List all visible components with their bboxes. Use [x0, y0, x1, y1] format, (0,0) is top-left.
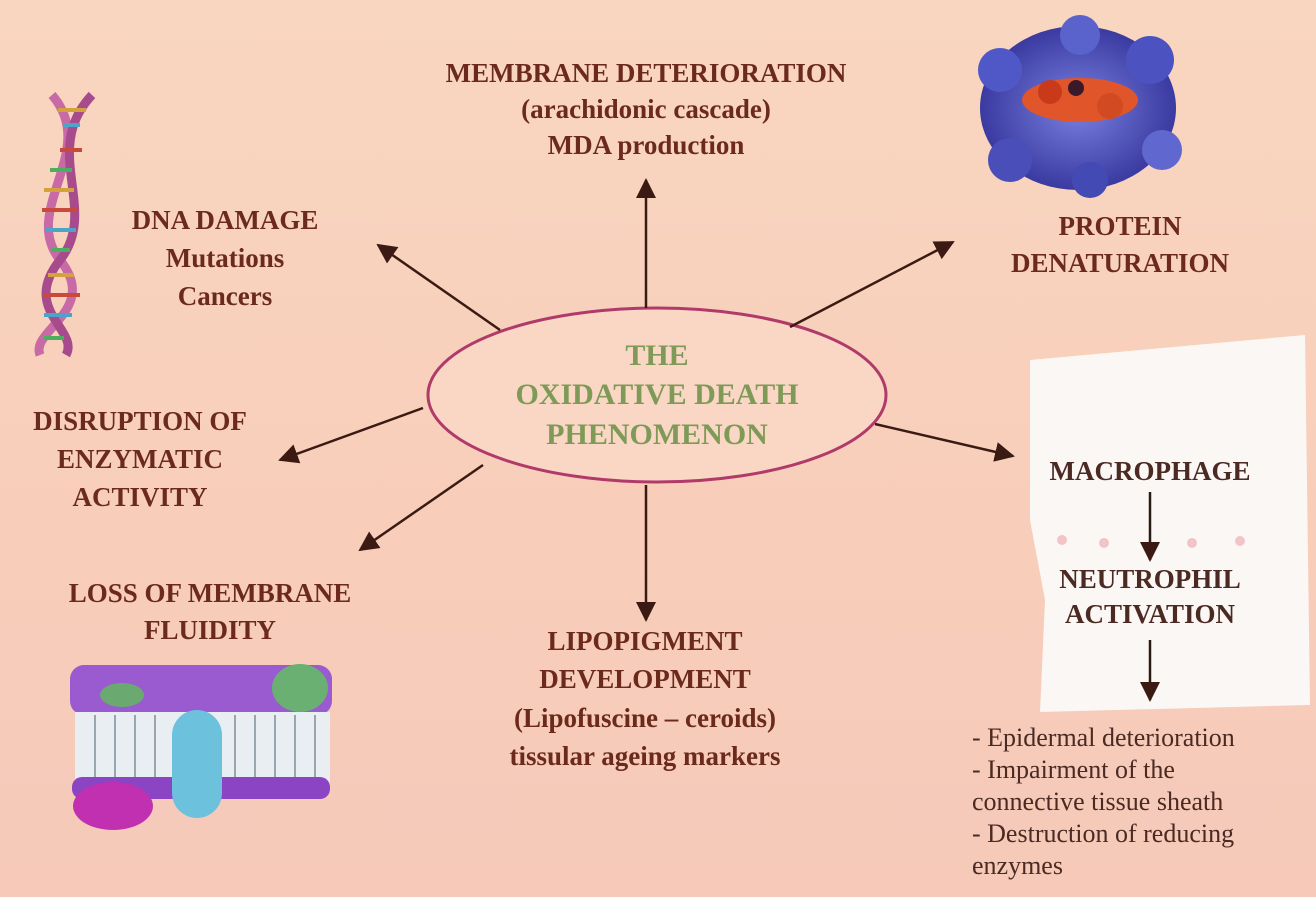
enzymatic-line2: ENZYMATIC [56, 444, 223, 474]
dna-damage-title: DNA DAMAGE [131, 205, 319, 235]
center-title-line2: OXIDATIVE DEATH [515, 378, 799, 411]
consequences-list: - Epidermal deterioration - Impairment o… [972, 722, 1235, 882]
lipopigment-line3: (Lipofuscine – ceroids) [514, 703, 776, 733]
fluidity-line1: LOSS OF MEMBRANE [68, 578, 352, 608]
arrow-fluidity [358, 463, 484, 552]
dna-helix-image [34, 91, 96, 358]
center-ellipse [426, 306, 888, 484]
center-title-line3: PHENOMENON [546, 418, 768, 451]
arrow-enzymatic [278, 406, 424, 464]
neutrophil-line2: ACTIVATION [1064, 599, 1236, 629]
membrane-bilayer-image [70, 664, 332, 830]
protein-title: PROTEIN [1058, 211, 1182, 241]
macrophage-label: MACROPHAGE [1049, 456, 1251, 486]
dna-damage-mutations: Mutations [165, 243, 285, 273]
lipopigment-line1: LIPOPIGMENT [547, 626, 743, 656]
neutrophil-line1: NEUTROPHIL [1059, 564, 1241, 594]
arrow-dna [376, 243, 501, 332]
enzymatic-line3: ACTIVITY [72, 482, 208, 512]
protein-structure-image [978, 15, 1182, 198]
consequence-item: - Impairment of the [972, 755, 1175, 784]
dna-damage-cancers: Cancers [177, 281, 273, 311]
membrane-deterioration-mda: MDA production [547, 130, 745, 160]
membrane-deterioration-subtitle: (arachidonic cascade) [521, 94, 771, 124]
center-title-line1: THE [625, 339, 689, 372]
cell-panel [1030, 335, 1310, 712]
consequence-item: - Destruction of reducing [972, 819, 1235, 848]
enzymatic-line1: DISRUPTION OF [33, 406, 247, 436]
arrow-macrophage [874, 422, 1015, 462]
lipopigment-line2: DEVELOPMENT [539, 664, 751, 694]
membrane-deterioration-title: MEMBRANE DETERIORATION [445, 58, 847, 88]
consequence-item: - Epidermal deterioration [972, 723, 1235, 752]
fluidity-line2: FLUIDITY [143, 615, 277, 645]
consequence-item: enzymes [972, 851, 1063, 880]
consequence-item: connective tissue sheath [972, 787, 1224, 816]
arrow-protein [789, 240, 955, 329]
lipopigment-line4: tissular ageing markers [509, 741, 781, 771]
protein-denaturation: DENATURATION [1010, 248, 1230, 278]
